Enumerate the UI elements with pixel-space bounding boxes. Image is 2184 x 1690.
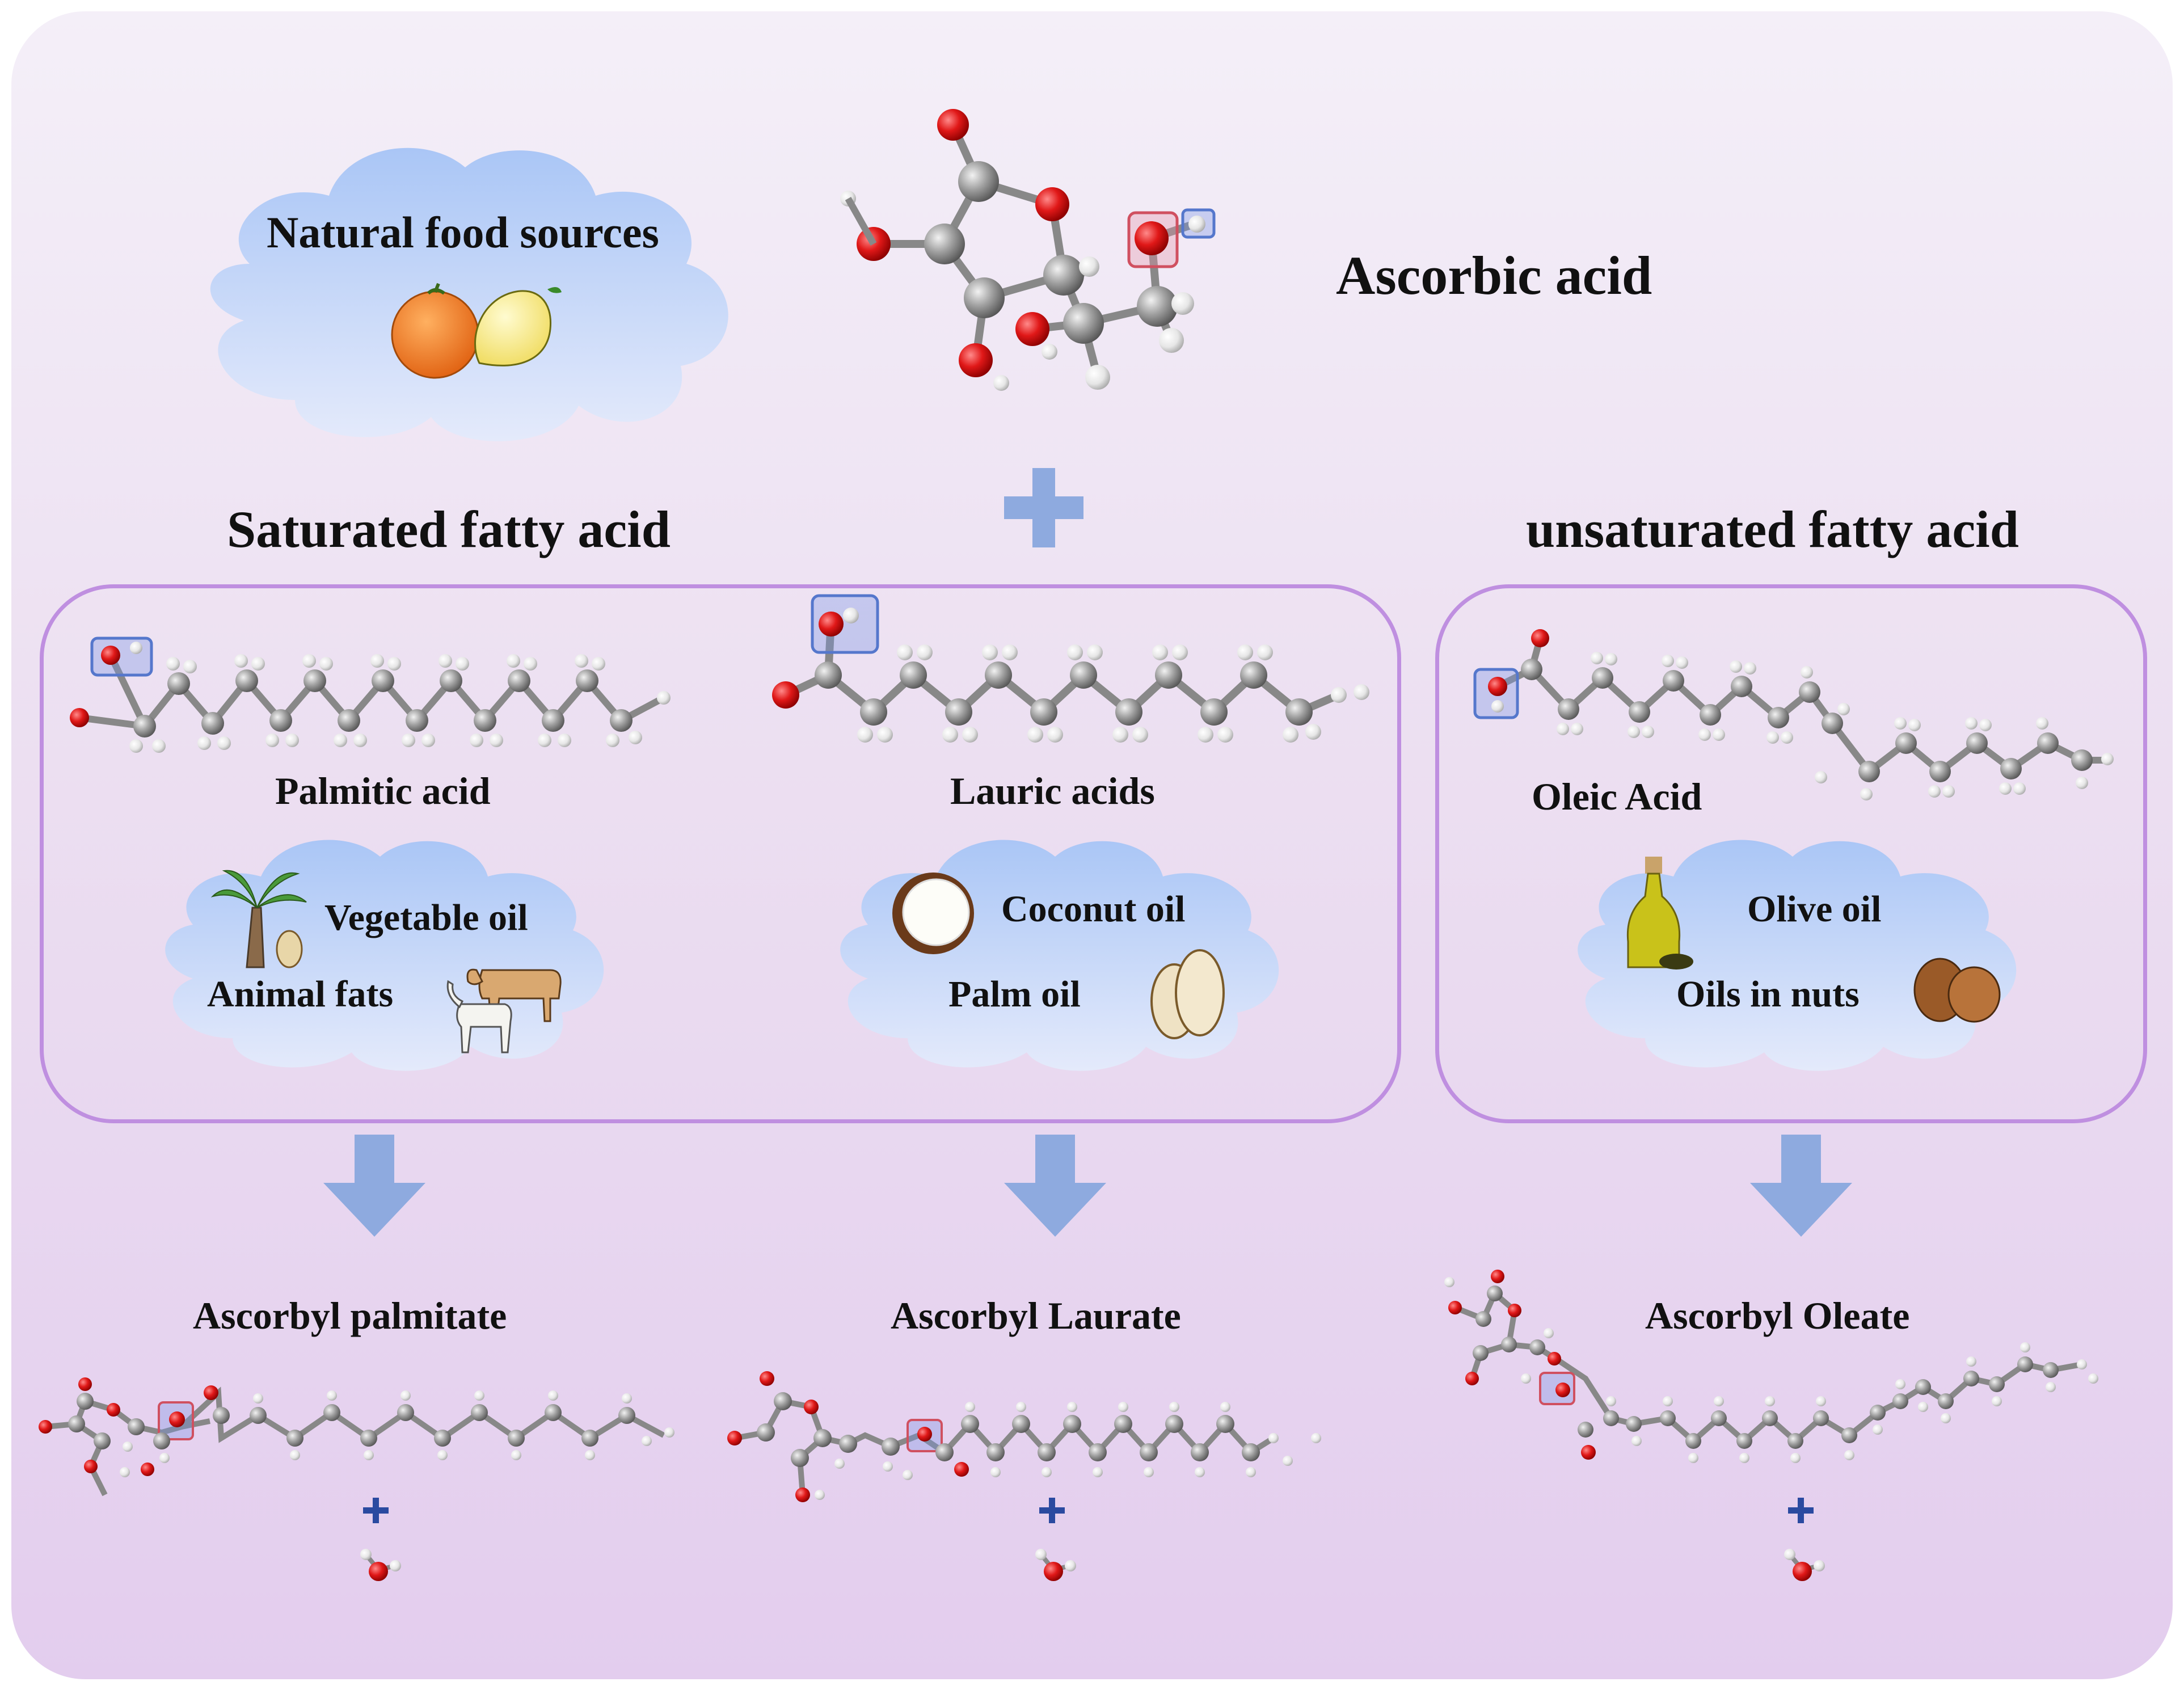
plus-icon: [363, 1498, 389, 1523]
natural-food-label: Natural food sources: [267, 208, 659, 257]
animal-fats-label: Animal fats: [207, 973, 394, 1015]
cow-icon: [466, 968, 562, 1022]
natural-food-cloud: [210, 147, 728, 441]
ascorbyl-palmitate-molecule: [39, 1377, 674, 1497]
palm-tree-icon: [210, 870, 307, 968]
palm-kernel-icon: [1150, 949, 1225, 1039]
water-molecule-icon: [1784, 1549, 1825, 1581]
water-molecule-icon: [360, 1549, 401, 1581]
plus-icon: [1788, 1498, 1814, 1523]
palmitic-acid-label: Palmitic acid: [275, 769, 491, 812]
vegetable-oil-label: Vegetable oil: [324, 897, 528, 938]
oils-in-nuts-label: Oils in nuts: [1676, 973, 1860, 1015]
down-arrow-icon: [323, 1135, 425, 1237]
coconut-oil-label: Coconut oil: [1001, 888, 1186, 930]
lauric-acid-molecule: [772, 594, 1369, 743]
unsaturated-heading: unsaturated fatty acid: [1526, 500, 2019, 558]
ascorbyl-palmitate-label: Ascorbyl palmitate: [193, 1294, 507, 1337]
down-arrow-icon: [1004, 1135, 1106, 1237]
ascorbyl-oleate-molecule: [1444, 1270, 2098, 1463]
unsaturated-box: [1435, 584, 2147, 1123]
nuts-icon: [1913, 958, 2001, 1023]
goat-icon: [446, 980, 512, 1053]
ascorbyl-laurate-molecule: [727, 1371, 1321, 1502]
ascorbic-acid-label: Ascorbic acid: [1336, 245, 1652, 306]
seed-icon: [276, 930, 303, 968]
lemon-icon: [474, 287, 562, 366]
olive-oil-label: Olive oil: [1747, 888, 1882, 930]
lauric-acid-label: Lauric acids: [950, 769, 1155, 812]
down-arrow-icon: [1750, 1135, 1852, 1237]
ascorbyl-laurate-label: Ascorbyl Laurate: [891, 1294, 1181, 1337]
oleic-acid-label: Oleic Acid: [1532, 775, 1702, 818]
palm-oil-label: Palm oil: [948, 973, 1081, 1015]
coconut-icon: [892, 873, 974, 954]
plus-icon: [1004, 468, 1083, 547]
saturated-box: [40, 584, 1401, 1123]
palmitic-acid-molecule: [70, 637, 671, 753]
water-molecule-icon: [1035, 1549, 1076, 1581]
ascorbyl-oleate-label: Ascorbyl Oleate: [1645, 1294, 1910, 1337]
saturated-heading: Saturated fatty acid: [227, 500, 671, 558]
olive-oil-bottle-icon: [1626, 857, 1693, 970]
plus-icon: [1039, 1498, 1065, 1523]
oleic-acid-molecule: [1473, 629, 2114, 800]
oleic-sources-cloud: [1578, 840, 2017, 1071]
ascorbic-acid-molecule: [840, 109, 1216, 391]
